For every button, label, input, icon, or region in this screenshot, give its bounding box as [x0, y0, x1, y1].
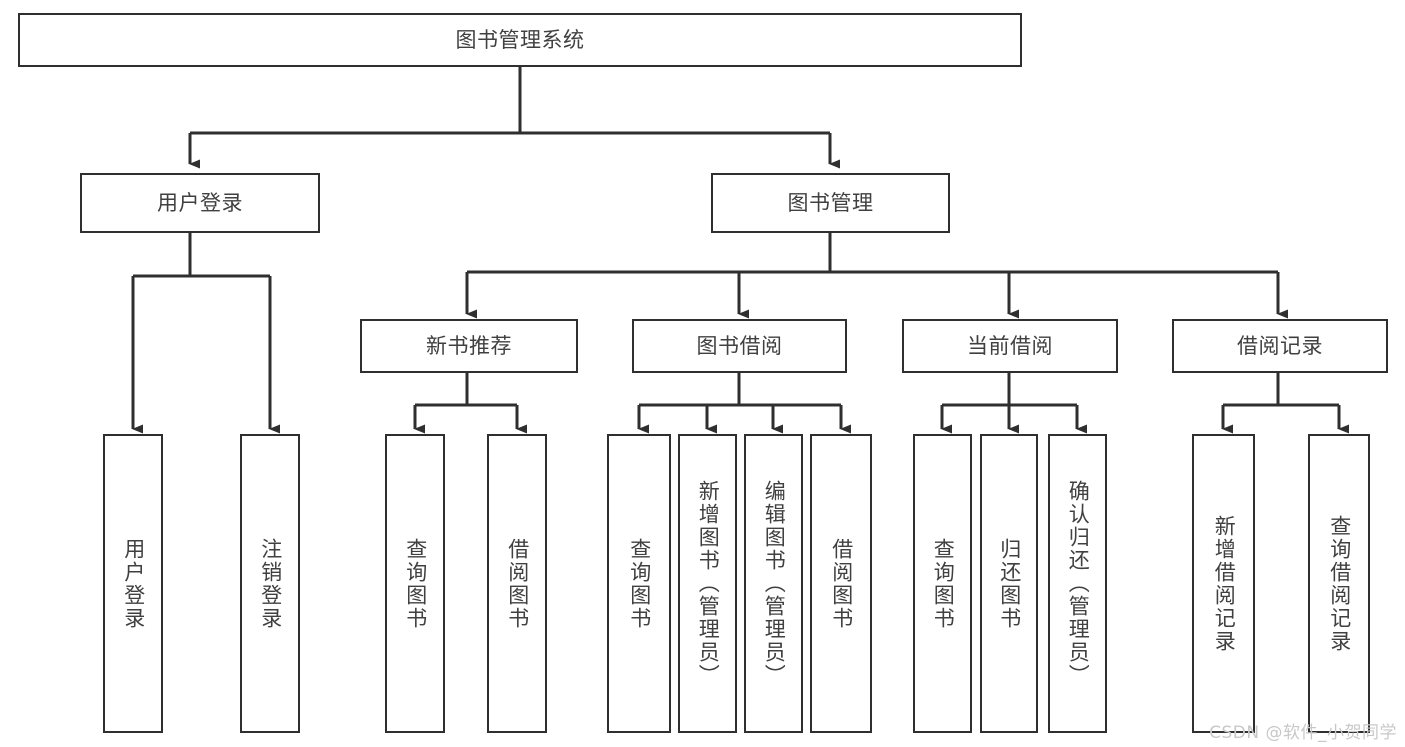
leaf-query-book-borrow[interactable]: 查询图书	[607, 434, 671, 733]
node-label: 借阅图书	[505, 537, 530, 630]
node-label: 用户登录	[121, 537, 146, 630]
node-label: 新增图书（管理员）	[696, 480, 721, 687]
node-label: 查询图书	[931, 537, 956, 630]
node-label: 编辑图书（管理员）	[762, 480, 787, 687]
node-label: 图书借阅	[696, 333, 783, 358]
leaf-return-book[interactable]: 归还图书	[980, 434, 1038, 733]
leaf-add-book-admin[interactable]: 新增图书（管理员）	[678, 434, 737, 733]
node-label: 查询图书	[627, 537, 652, 630]
node-label: 确认归还（管理员）	[1066, 480, 1091, 687]
node-label: 新书推荐	[426, 333, 512, 358]
node-label: 用户登录	[157, 190, 243, 215]
node-label: 查询图书	[403, 537, 428, 630]
node-label: 新增借阅记录	[1212, 514, 1237, 653]
node-label: 图书管理系统	[455, 27, 585, 52]
node-label: 图书管理	[787, 190, 874, 215]
leaf-borrow-book-recommend[interactable]: 借阅图书	[487, 434, 547, 733]
leaf-logout[interactable]: 注销登录	[240, 434, 300, 733]
csdn-watermark: CSDN @软件_小贺同学	[1209, 723, 1397, 743]
leaf-borrow-book[interactable]: 借阅图书	[810, 434, 872, 733]
node-label: 借阅记录	[1237, 333, 1323, 358]
node-user-login[interactable]: 用户登录	[80, 173, 320, 233]
node-label: 归还图书	[997, 537, 1022, 630]
node-label: 借阅图书	[829, 537, 854, 630]
leaf-query-book-recommend[interactable]: 查询图书	[385, 434, 445, 733]
leaf-query-borrow-record[interactable]: 查询借阅记录	[1308, 434, 1370, 733]
leaf-query-book-current[interactable]: 查询图书	[913, 434, 972, 733]
leaf-edit-book-admin[interactable]: 编辑图书（管理员）	[744, 434, 803, 733]
node-book-management[interactable]: 图书管理	[711, 173, 950, 233]
node-label: 注销登录	[258, 537, 283, 630]
node-label: 当前借阅	[967, 333, 1053, 358]
leaf-user-login[interactable]: 用户登录	[103, 434, 163, 733]
node-root-book-management-system[interactable]: 图书管理系统	[18, 13, 1022, 67]
node-borrow-record[interactable]: 借阅记录	[1172, 319, 1388, 373]
leaf-confirm-return-admin[interactable]: 确认归还（管理员）	[1048, 434, 1107, 733]
node-label: 查询借阅记录	[1327, 514, 1352, 653]
node-new-book-recommend[interactable]: 新书推荐	[360, 319, 578, 373]
node-book-borrow[interactable]: 图书借阅	[632, 319, 847, 373]
node-current-borrow[interactable]: 当前借阅	[902, 319, 1118, 373]
leaf-add-borrow-record[interactable]: 新增借阅记录	[1192, 434, 1255, 733]
